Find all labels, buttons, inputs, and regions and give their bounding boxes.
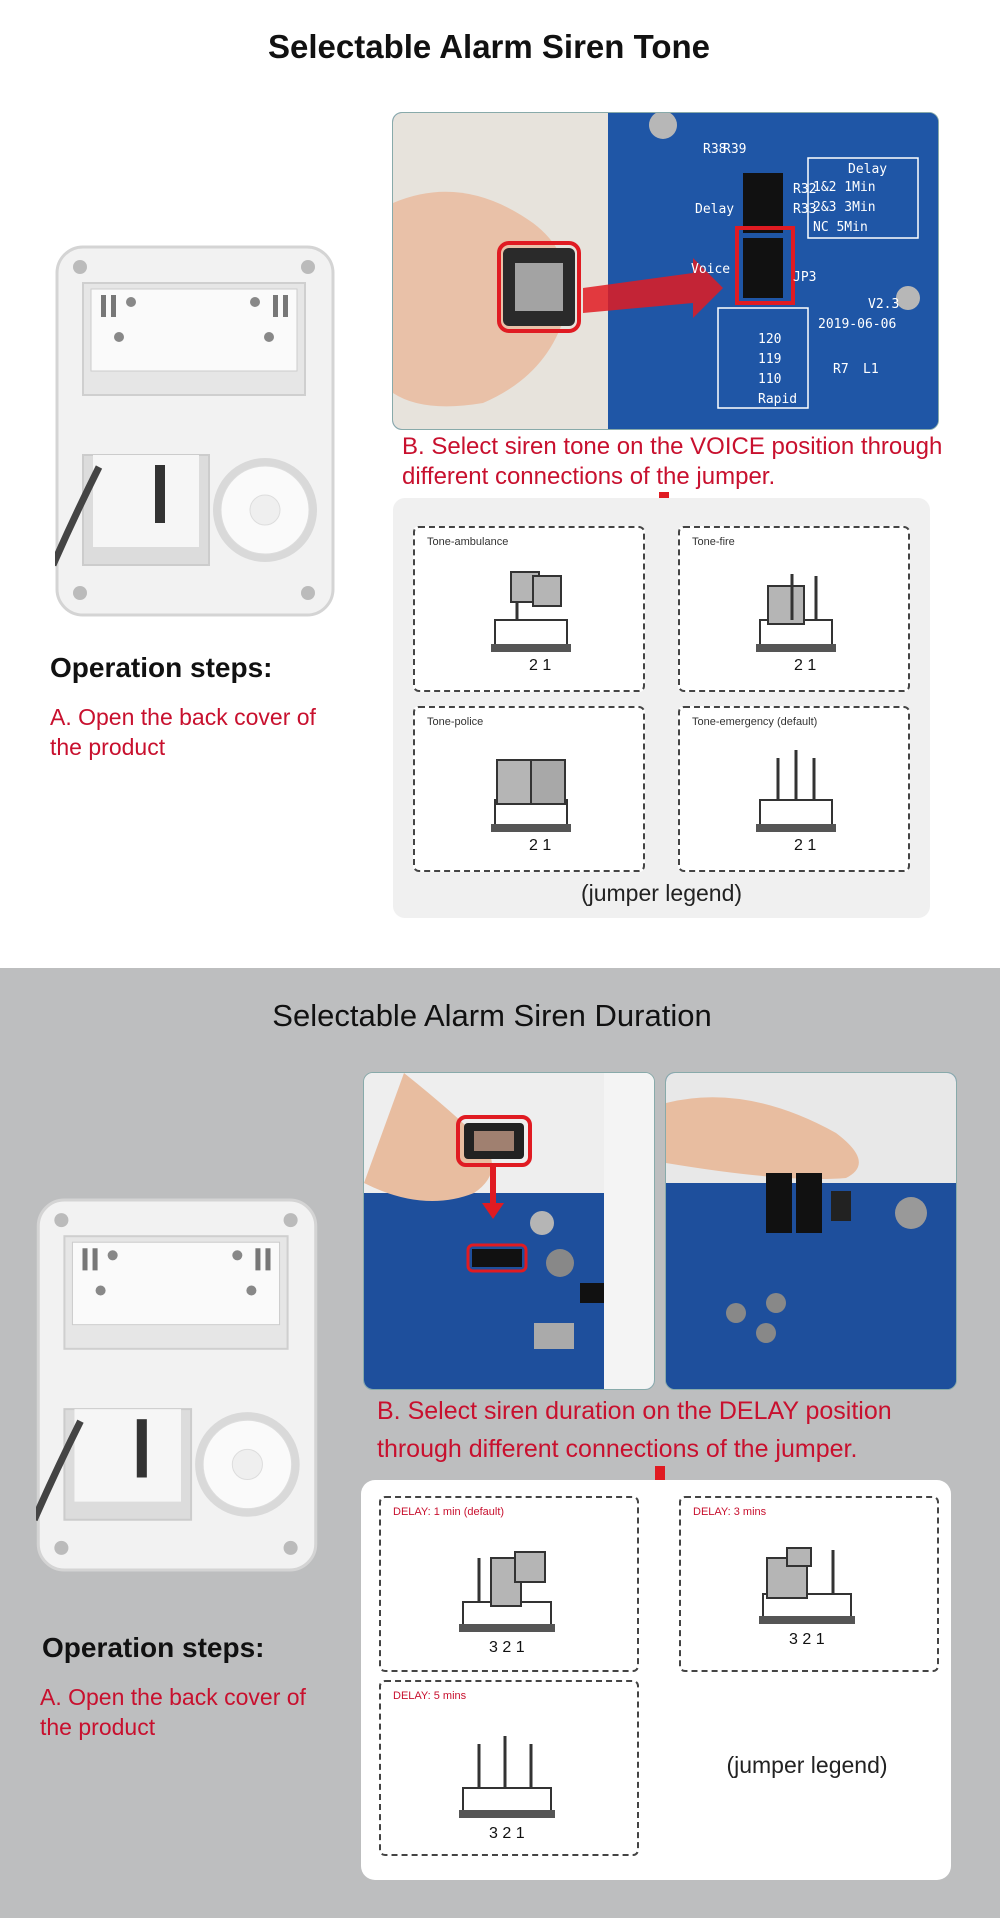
legend-label: DELAY: 1 min (default) [393, 1506, 505, 1518]
pcb-r-label-5: R7 [833, 362, 849, 377]
legend-cell-tone-emergency: Tone-emergency (default) 2 1 [678, 706, 910, 872]
pcb-r-label-1: R39 [723, 142, 746, 157]
pcb-delay-row-1: 1&2 1Min [813, 180, 876, 195]
pcb-voice-row-2: 119 [758, 352, 781, 367]
legend-caption: (jumper legend) [580, 880, 743, 906]
pin-numbers: 3 2 1 [489, 1825, 525, 1842]
pin-numbers: 2 1 [794, 657, 816, 672]
jumper-delay-1min-icon: 3 2 1 [459, 1551, 555, 1656]
step-b-text: B. Select siren tone on the VOICE positi… [402, 433, 943, 490]
duration-section-title: Selectable Alarm Siren Duration [272, 998, 712, 1033]
pcb-r-label-2: R38 [703, 142, 726, 157]
pin-numbers: 2 1 [529, 657, 551, 672]
pcb-delay-row-2: 2&3 3Min [813, 200, 876, 215]
legend-cell-delay-1min: DELAY: 1 min (default) 3 2 1 [379, 1496, 639, 1672]
operation-steps-heading-2: Operation steps: [42, 1632, 265, 1663]
pcb-voice-label: Voice [691, 262, 730, 277]
device-back-cover-image-2 [36, 1198, 318, 1572]
pcb-delay-row-3: NC 5Min [813, 220, 868, 235]
pcb-voice-jumper-photo: Delay 1&2 1Min 2&3 3Min NC 5Min 120 119 … [392, 112, 939, 430]
jumper-police-icon: 2 1 [491, 759, 571, 852]
legend-label: Tone-ambulance [427, 536, 509, 548]
pcb-voice-row-1: 120 [758, 332, 781, 347]
pcb-voice-row-4: Rapid [758, 392, 797, 407]
pcb-r-label-6: L1 [863, 362, 879, 377]
legend-label: Tone-police [427, 716, 484, 728]
jumper-fire-icon: 2 1 [756, 574, 836, 672]
jumper-emergency-icon: 2 1 [756, 750, 836, 852]
legend-cell-tone-police: Tone-police 2 1 [413, 706, 645, 872]
pcb-voice-row-3: 110 [758, 372, 781, 387]
legend-cell-delay-3min: DELAY: 3 mins 3 2 1 [679, 1496, 939, 1672]
step-a-text-2: A. Open the back cover of the product [40, 1684, 306, 1740]
jumper-delay-5min-icon: 3 2 1 [459, 1736, 555, 1842]
pcb-delay-title: Delay [848, 162, 887, 177]
pcb-delay-label: Delay [695, 202, 734, 217]
pin-numbers: 2 1 [529, 837, 551, 852]
pin-numbers: 3 2 1 [489, 1639, 525, 1656]
pcb-date: 2019-06-06 [818, 317, 896, 332]
pcb-r-label-4: R33 [793, 202, 816, 217]
pcb-delay-jumper-photo-2 [665, 1072, 957, 1390]
legend-label: DELAY: 5 mins [393, 1690, 467, 1702]
step-b-text-2: B. Select siren duration on the DELAY po… [377, 1397, 892, 1463]
pcb-jp-label: JP3 [793, 270, 816, 285]
legend-label: Tone-fire [692, 536, 735, 548]
device-back-cover-image [55, 245, 335, 617]
tone-jumper-legend-panel: Tone-ambulance 2 1 Tone-fire 2 1 Tone-po… [393, 498, 930, 918]
jumper-ambulance-icon: 2 1 [491, 571, 571, 672]
pcb-r-label-3: R32 [793, 182, 816, 197]
step-a-text: A. Open the back cover of the product [50, 704, 316, 760]
pcb-version: V2.3 [868, 297, 899, 312]
legend-caption-2: (jumper legend) [726, 1752, 888, 1778]
pin-numbers: 3 2 1 [789, 1631, 825, 1648]
legend-label: Tone-emergency (default) [692, 716, 818, 728]
pin-numbers: 2 1 [794, 837, 816, 852]
operation-steps-heading: Operation steps: [50, 652, 273, 683]
legend-cell-tone-ambulance: Tone-ambulance 2 1 [413, 526, 645, 692]
pcb-delay-jumper-photo-1 [363, 1072, 655, 1390]
legend-cell-delay-5min: DELAY: 5 mins 3 2 1 [379, 1680, 639, 1856]
tone-section-title: Selectable Alarm Siren Tone [268, 28, 710, 65]
jumper-delay-3min-icon: 3 2 1 [759, 1547, 855, 1648]
delay-jumper-legend-panel: DELAY: 1 min (default) 3 2 1 DELAY: 3 mi… [361, 1480, 951, 1880]
legend-label: DELAY: 3 mins [693, 1506, 767, 1518]
legend-cell-tone-fire: Tone-fire 2 1 [678, 526, 910, 692]
